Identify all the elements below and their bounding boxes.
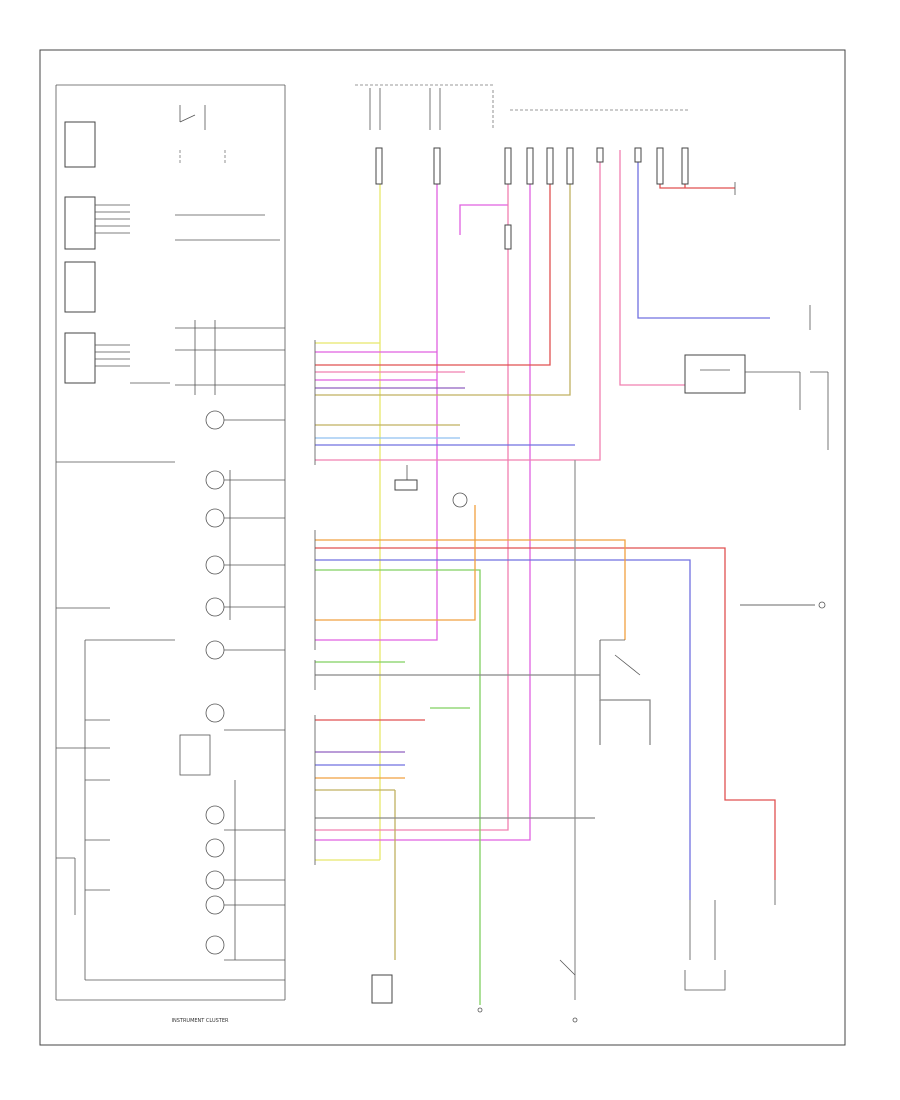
instrument-cluster [55, 84, 286, 1001]
wire-green [315, 569, 481, 1005]
right-components [371, 182, 829, 1023]
gauge-box [64, 332, 96, 384]
wire-blue [637, 150, 770, 319]
gauge-box [64, 121, 96, 168]
fuse-block [314, 84, 690, 865]
wire-red [315, 150, 551, 366]
cluster-label: INSTRUMENT CLUSTER [172, 1018, 230, 1024]
wire-pink [315, 150, 509, 831]
wire-magenta [315, 150, 531, 841]
diagram-frame [39, 49, 846, 1046]
wiring [315, 150, 815, 1005]
gauge-box [64, 196, 96, 250]
wire-orange [315, 539, 626, 640]
wire-magenta [315, 150, 438, 641]
indicator-lamps [205, 410, 225, 955]
gauge-box [64, 261, 96, 313]
